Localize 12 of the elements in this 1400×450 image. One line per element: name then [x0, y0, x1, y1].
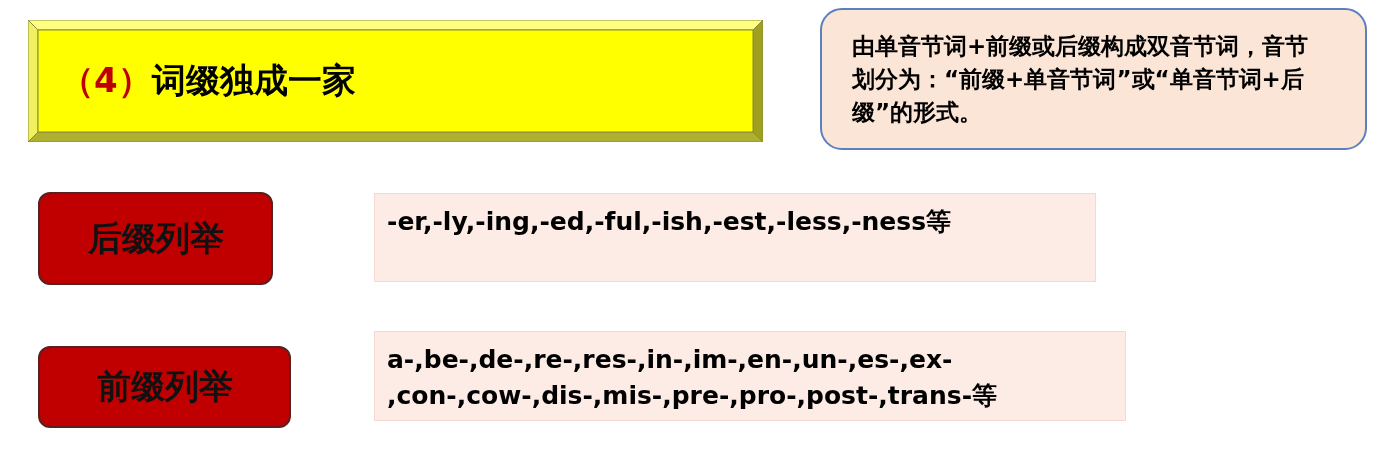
label-text: 前缀列举 [96, 365, 233, 408]
title-text: 词缀独成一家 [151, 59, 356, 102]
list-box [374, 331, 1126, 421]
note-text: 由单音节词+前缀或后缀构成双音节词，音节划分为：“前缀+单音节词”或“单音节词+后缀”的形式。 [852, 32, 1310, 127]
list-text: -er,-ly,-ing,-ed,-ful,-ish,-est,-less,-ness等 [387, 206, 953, 238]
label-box [38, 346, 291, 428]
list-box [374, 193, 1096, 282]
note-box [820, 8, 1367, 150]
label-box [38, 192, 273, 285]
section-number: （4） [60, 59, 152, 102]
list-text: a-,be-,de-,re-,res-,in-,im-,en-,un-,es-,ex- ,con-,cow-,dis-,mis-,pre-,pro-,post-,trans-等 [387, 344, 999, 412]
label-text: 后缀列举 [87, 216, 224, 260]
